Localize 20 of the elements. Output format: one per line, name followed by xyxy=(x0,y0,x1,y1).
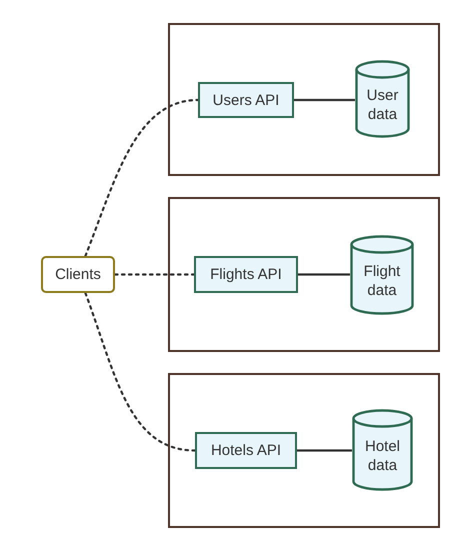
group-frame xyxy=(168,197,440,352)
connector-line xyxy=(298,273,350,276)
node-label: User data xyxy=(366,86,400,124)
service-box xyxy=(198,82,294,118)
connector-line xyxy=(297,449,352,452)
connector-line xyxy=(294,98,355,102)
service-box xyxy=(194,256,298,293)
node-label: Hotels API xyxy=(210,441,282,460)
service-box xyxy=(195,432,297,469)
node-label: Clients xyxy=(55,265,101,284)
node-label: Hotel data xyxy=(364,437,402,475)
dotted-connector xyxy=(114,273,196,276)
client-box xyxy=(41,256,115,293)
node-label: Flights API xyxy=(210,265,282,284)
group-frame xyxy=(168,23,440,176)
node-label: Flight data xyxy=(362,262,402,300)
dotted-connector xyxy=(84,292,196,452)
dotted-connector xyxy=(84,98,200,258)
group-frame xyxy=(168,373,440,528)
node-label: Users API xyxy=(212,90,280,110)
